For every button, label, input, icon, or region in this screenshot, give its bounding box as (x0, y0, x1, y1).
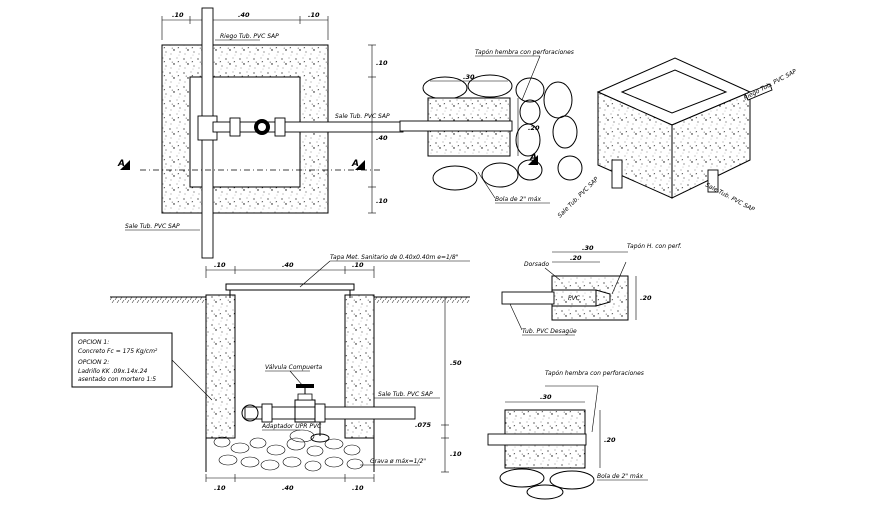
plan-dim-right-2: .40 (376, 134, 388, 142)
option-line-3: OPCION 2: (78, 359, 109, 366)
iso-label-sale: Sale Tub. PVC SAP (704, 182, 756, 214)
section-label-tapa: Tapa Met. Sanitario de 0.40x0.40m e=1/8" (330, 254, 459, 261)
detail-top-label-tapon: Tapón hembra con perforaciones (475, 49, 574, 56)
option-line-5: asentado con mortero 1:5 (78, 376, 156, 383)
section-dim-top-3: .10 (352, 261, 364, 269)
plan-label-riego: Riego Tub. PVC SAP (220, 33, 279, 40)
plan-dim-top-1: .10 (172, 11, 184, 19)
plan-dim-top-3: .10 (308, 11, 320, 19)
plan-section-mark-right: A (351, 159, 359, 169)
detail-mid-dim-inner: .20 (570, 254, 582, 262)
detail-top-label-bola: Bola de 2" máx (495, 196, 541, 203)
detail-top-gravel: .30 .20 Tapón hembra con perforaciones A… (399, 49, 583, 204)
section-label-grava: Grava ø máx=1/2" (370, 458, 426, 465)
detail-bottom-label-tapon: Tapón hembra con perforaciones (545, 370, 644, 377)
iso-label-sale2: Sale Tub. PVC SAP (556, 176, 600, 220)
section-label-sale: Sale Tub. PVC SAP (378, 391, 433, 398)
detail-mid-label-tapon: Tapón H. con perf. (627, 243, 682, 250)
detail-top-dim-width: .30 (463, 73, 475, 81)
section-view: .10 .40 .10 (71, 254, 470, 492)
detail-mid-label-pvc: PVC (568, 295, 581, 302)
section-gravel (213, 429, 364, 472)
detail-bottom-label-bola: Bola de 2" máx (597, 473, 643, 480)
detail-bottom-cap: Tapón hembra con perforaciones .30 .20 B… (487, 370, 648, 500)
detail-bottom-dim-height: .20 (604, 436, 616, 444)
section-label-adaptador: Adaptador UPR PVC (261, 423, 322, 430)
detail-mid-label-dorsador: Dorsado (524, 261, 549, 268)
section-dim-bottom-1: .10 (214, 484, 226, 492)
section-dim-right-1: .50 (450, 359, 462, 367)
section-dim-top-2: .40 (282, 261, 294, 269)
option-line-1: OPCION 1: (78, 339, 109, 346)
isometric-box: Riego Tub. PVC SAP Sale Tub. PVC SAP Sal… (556, 57, 798, 220)
option-line-4: Ladrillo KK .09x.14x.24 (78, 368, 148, 375)
detail-mid-label-tub: Tub. PVC Desagüe (522, 328, 577, 335)
section-dim-top-1: .10 (214, 261, 226, 269)
iso-label-riego: Riego Tub. PVC SAP (743, 68, 798, 102)
detail-mid-dim-outer: .30 (582, 244, 594, 252)
section-dim-right-2: .075 (415, 421, 432, 429)
plan-label-sale-right: Sale Tub. PVC SAP (335, 113, 390, 120)
detail-top-dim-height: .20 (528, 124, 540, 132)
plan-label-sale-bottom: Sale Tub. PVC SAP (125, 223, 180, 230)
plan-dim-right-1: .10 (376, 59, 388, 67)
plan-dim-top-2: .40 (238, 11, 250, 19)
plan-dim-right-3: .10 (376, 197, 388, 205)
section-dim-right-3: .10 (450, 450, 462, 458)
detail-bottom-dim-width: .30 (540, 393, 552, 401)
option-line-2: Concreto Fc = 175 Kg/cm² (78, 348, 158, 355)
detail-top-section-mark: A (529, 153, 537, 163)
section-dim-bottom-2: .40 (282, 484, 294, 492)
section-dim-bottom-3: .10 (352, 484, 364, 492)
detail-mid-dim-height: .20 (640, 294, 652, 302)
plan-view: .10 .40 .10 A A .10 .40 .10 Riego Tub. P… (117, 7, 404, 259)
section-label-valvula: Válvula Compuerta (265, 364, 322, 371)
detail-mid-cap: .30 .20 PVC .20 Tapón H. con perf. Dorsa… (501, 243, 682, 336)
plan-section-mark-left: A (117, 159, 125, 169)
